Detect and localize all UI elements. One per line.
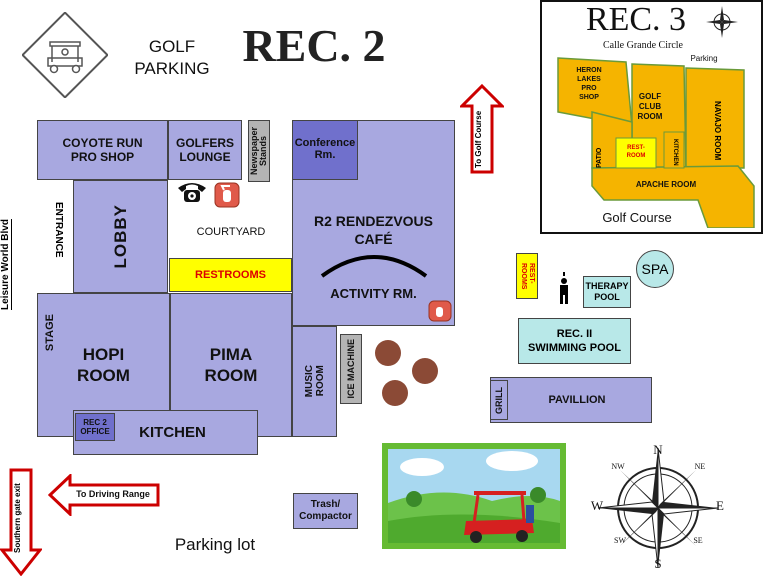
grill: GRILL [490,380,508,420]
to-golf-course-label: To Golf Course [474,110,483,168]
southern-gate-exit-label: Southern gate exit [13,483,22,553]
rec3-title: REC. 3 [585,1,687,38]
entrance-label: ENTRANCE [53,202,64,258]
compass-nw: NW [611,462,625,471]
navajo-room: NAVAJO ROOM [713,101,722,161]
compass-e: E [716,498,724,513]
rec3-building [557,57,755,228]
trash-compactor: Trash/Compactor [293,493,358,529]
cafe-counter-arc [320,255,428,278]
golf-cart-illustration [382,443,566,549]
compass-sw: SW [614,536,626,545]
rec3-kitchen: KITCHEN [672,138,678,166]
patio: PATIO [596,147,603,169]
restrooms-small: REST-ROOMS [516,253,538,299]
compass-s: S [654,556,662,571]
compass-rose-icon [597,447,719,569]
telephone-icon [178,183,206,202]
to-driving-range-label: To Driving Range [76,489,150,499]
courtyard-label: COURTYARD [196,226,266,238]
rec3-restroom: REST-ROOM [626,145,646,159]
golf-cart-sign-icon [22,12,108,98]
lobby: LOBBY [73,180,168,293]
fire-extinguisher-icon [428,300,452,322]
restrooms: RESTROOMS [169,258,292,292]
compass-w: W [590,498,604,513]
parking-lot-label: Parking lot [174,535,256,554]
compass-small-icon [706,6,738,38]
southern-gate-exit-arrow [0,468,42,576]
calle-grande-circle-label: Calle Grande Circle [603,40,683,51]
compass-ne: NE [694,462,706,471]
to-golf-course-arrow [460,84,504,174]
rec2-title: REC. 2 [242,20,386,71]
fire-extinguisher-icon [214,182,240,208]
compass-se: SE [693,536,703,545]
leisure-world-blvd-label: Leisure World Blvd [0,219,11,311]
apache-room: APACHE ROOM [635,180,697,189]
rec3-parking-label: Parking [690,54,718,63]
person-icon [560,272,568,304]
stage-label: STAGE [44,314,56,352]
to-driving-range-arrow [48,474,160,516]
compass-n: N [653,442,663,457]
rec3-golf-course-label: Golf Course [602,210,672,225]
spa: SPA [636,250,674,288]
ice-machine: ICE MACHINE [340,334,362,404]
activity-room-label: ACTIVITY RM. [330,286,417,301]
patio-tables [375,340,438,406]
pavillion: PAVILLION [490,377,652,423]
